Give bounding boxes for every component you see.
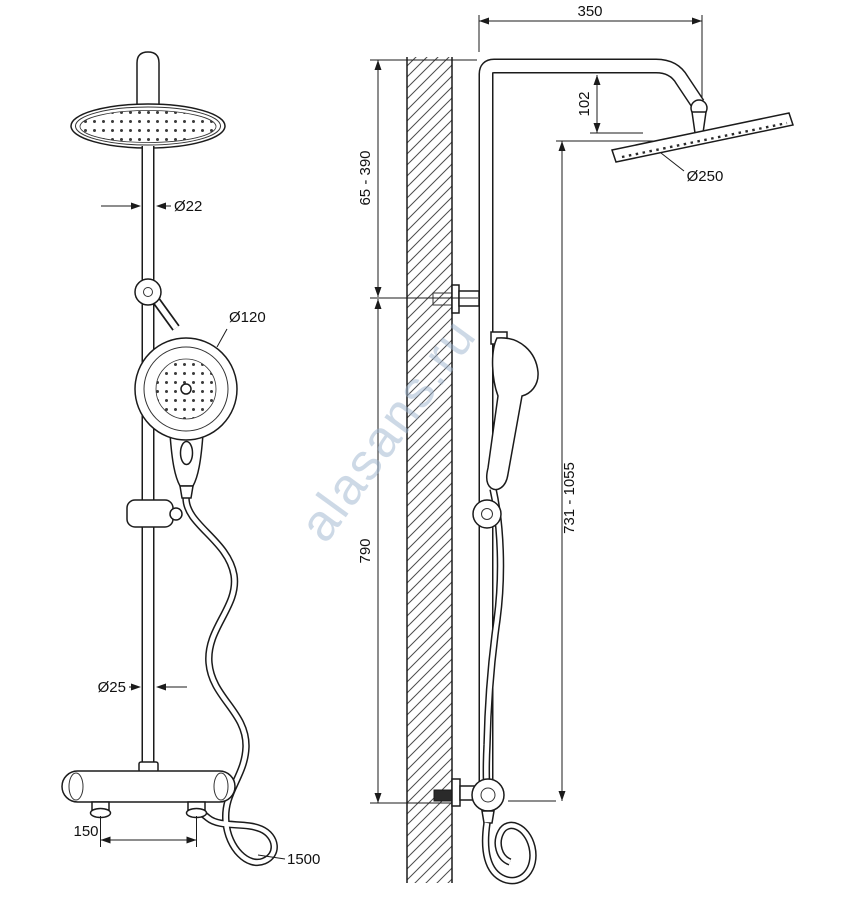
dim-upper-range: 65 - 390: [357, 59, 478, 299]
handshower-profile: [486, 337, 539, 491]
handshower-face-ring: [143, 346, 229, 432]
mixer-right-handle: [213, 772, 229, 801]
valve-flange: [451, 778, 461, 807]
hand-shower: [134, 337, 238, 499]
dim-label-lower-pipe-diameter: Ø25: [98, 679, 126, 696]
dim-hose-length: 1500: [257, 851, 320, 868]
head-connector-stub: [136, 51, 160, 110]
arrowhead-down: [374, 793, 382, 803]
front-view: Ø22 Ø120 Ø25 150 1500: [61, 51, 320, 868]
rain-head-nozzles: [79, 110, 217, 143]
slider-knob-inner: [481, 508, 493, 520]
arrowhead-left: [156, 683, 166, 691]
handshower-holder: [134, 278, 180, 331]
holder-screw: [143, 287, 153, 297]
arrowhead-down: [558, 791, 566, 801]
dim-inlet-spacing: 150: [73, 816, 197, 847]
handshower-center-cap: [180, 383, 192, 395]
hose-side-upper: [482, 488, 505, 793]
arrowhead-up: [374, 60, 382, 70]
column-pipe-outline: [478, 58, 705, 806]
side-view: 350 102 Ø250 65 - 390 790: [357, 3, 794, 885]
arrowhead-up: [558, 141, 566, 151]
rain-head-side: [611, 99, 794, 163]
leader-line: [216, 328, 228, 348]
slider-bracket: [126, 499, 183, 528]
arrowhead-left: [100, 836, 111, 844]
dim-head-diameter: Ø250: [660, 152, 724, 185]
arrowhead-left: [156, 202, 166, 210]
dim-lower-pipe-diameter: Ø25: [98, 679, 187, 696]
arrowhead-up: [593, 75, 601, 85]
arrowhead-right: [186, 836, 197, 844]
arrowhead-down: [593, 123, 601, 133]
mixer-left-handle: [68, 772, 84, 801]
valve-hose-nipple: [481, 810, 495, 824]
handshower-hose-nut: [179, 485, 194, 499]
hose-side-loop: [481, 821, 537, 885]
rain-shower-head: [70, 51, 226, 149]
dim-label-upper-range: 65 - 390: [357, 150, 374, 205]
hose-loop-fill: [483, 822, 536, 883]
dim-label-arm-length: 350: [577, 3, 602, 20]
dim-handshower-diameter: Ø120: [216, 309, 266, 348]
arrowhead-left: [479, 17, 489, 25]
mixer-front: [61, 761, 236, 819]
slider-knob-outer: [472, 499, 502, 529]
head-nozzle-row: [621, 121, 788, 159]
dim-label-column-range: 731 - 1055: [561, 462, 578, 534]
valve-knob: [471, 778, 505, 812]
arrowhead-right: [692, 17, 702, 25]
dim-label-inlet-spacing: 150: [73, 823, 98, 840]
arrowhead-down: [374, 287, 382, 297]
hand-shower-side: [486, 331, 539, 491]
wall-hatching: [407, 57, 452, 883]
lower-wall-anchor: [433, 789, 453, 802]
arrowhead-right: [131, 202, 141, 210]
rain-head-rim: [75, 106, 221, 146]
mixer-body: [61, 770, 236, 803]
wall: [406, 57, 453, 883]
valve-knob-inner: [480, 787, 496, 803]
slider-knob: [472, 499, 502, 529]
column-pipe-fill: [480, 60, 703, 806]
handshower-mode-button: [179, 440, 194, 466]
watermark-text: alasans.ru: [288, 308, 488, 552]
dim-label-head-diameter: Ø250: [687, 168, 724, 185]
dim-label-handshower-diameter: Ø120: [229, 309, 266, 326]
dim-column-range: 731 - 1055: [508, 140, 654, 802]
dim-head-drop: 102: [576, 75, 643, 134]
dim-label-head-drop: 102: [576, 91, 593, 116]
dim-wall-height: 790: [357, 299, 452, 804]
bracket-flange: [451, 284, 460, 314]
bottom-valve: [451, 778, 505, 824]
dim-riser-diameter: Ø22: [101, 198, 202, 215]
shower-column-pipe: [478, 58, 705, 806]
holder-ring: [134, 278, 162, 306]
slider-bracket-body: [126, 499, 174, 528]
dim-label-riser-diameter: Ø22: [174, 198, 202, 215]
slider-bracket-knob: [169, 507, 183, 521]
leader-line: [257, 854, 286, 860]
dim-label-hose-length: 1500: [287, 851, 320, 868]
dim-label-wall-height: 790: [357, 538, 374, 563]
leader-line: [660, 152, 685, 172]
wall-bracket: [451, 284, 480, 314]
hose-upper-fill: [484, 488, 503, 793]
arrowhead-up: [374, 299, 382, 309]
holder-arm-fill: [152, 297, 179, 330]
arrowhead-right: [131, 683, 141, 691]
dim-arm-length: 350: [478, 3, 703, 97]
head-joint-stem: [691, 111, 707, 134]
